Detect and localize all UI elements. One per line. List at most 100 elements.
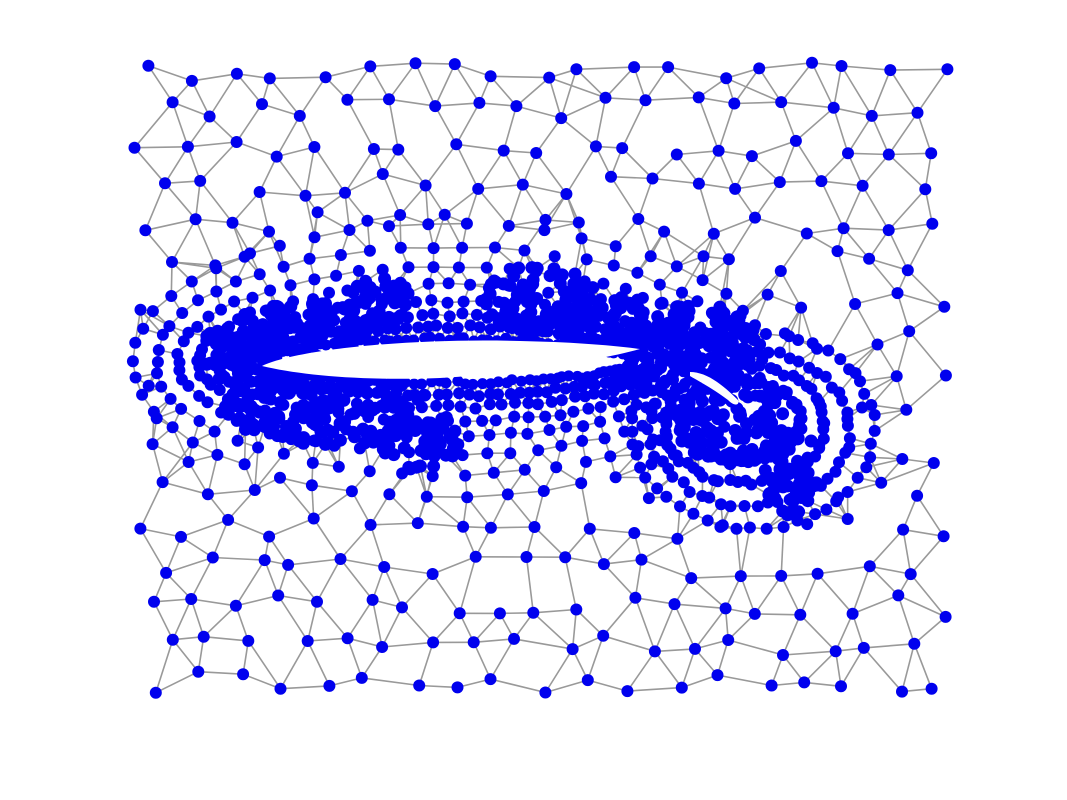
mesh-edge: [339, 524, 372, 560]
mesh-edge: [235, 559, 266, 607]
mesh-edge: [780, 575, 802, 616]
mesh-edge: [868, 258, 899, 294]
mesh-edge: [382, 173, 426, 187]
mesh-edge: [916, 495, 945, 537]
mesh-node: [831, 245, 844, 258]
mesh-edge: [164, 146, 189, 184]
mesh-edge: [306, 601, 318, 642]
mesh-node: [263, 72, 276, 85]
mesh-node: [635, 553, 648, 566]
mesh-edge: [242, 673, 281, 690]
mesh-edge: [820, 152, 849, 182]
mesh-node: [572, 216, 585, 229]
mesh-node: [689, 642, 701, 655]
mesh-node: [668, 598, 681, 611]
mesh-edge: [313, 518, 342, 560]
mesh-node: [528, 521, 541, 533]
mesh-edge: [388, 98, 436, 107]
mesh-edge: [299, 76, 327, 117]
mesh-node: [166, 256, 178, 268]
mesh-node: [697, 250, 710, 263]
mesh-node: [201, 488, 214, 501]
mesh-node: [230, 67, 243, 80]
mesh-edge: [817, 565, 870, 575]
mesh-node: [166, 96, 179, 109]
mesh-edge: [610, 175, 653, 180]
mesh-edge: [780, 62, 813, 103]
mesh-node: [589, 140, 602, 153]
mesh-edge: [134, 146, 188, 149]
mesh-node: [555, 112, 568, 125]
mesh-edge: [734, 101, 782, 105]
mesh-edge: [866, 458, 903, 468]
mesh-node: [846, 607, 859, 620]
mesh-edge: [232, 221, 270, 233]
mesh-node: [753, 62, 766, 75]
mesh-node: [341, 93, 354, 106]
mesh-node: [884, 64, 897, 77]
mesh-edge: [207, 489, 255, 496]
mesh-edge: [231, 191, 261, 224]
mesh-edge: [811, 62, 835, 109]
mesh-edge: [454, 63, 491, 78]
mesh-node: [182, 456, 195, 468]
mesh-edge: [269, 76, 326, 80]
mesh-edge: [803, 650, 837, 683]
mesh-node: [581, 674, 594, 687]
mesh-node: [497, 144, 510, 157]
mesh-edge: [180, 519, 229, 538]
mesh-edge: [637, 218, 652, 257]
mesh-node: [798, 676, 811, 689]
mesh-edge: [311, 484, 353, 492]
mesh-node: [530, 147, 543, 159]
mesh-edge: [532, 612, 574, 650]
mesh-edge: [681, 648, 696, 688]
mesh-node: [903, 325, 916, 338]
mesh-edge: [165, 572, 192, 600]
mesh-edge: [466, 496, 492, 529]
mesh-edge: [908, 330, 947, 377]
mesh-edge: [212, 519, 229, 558]
mesh-edge: [466, 188, 479, 224]
mesh-edge: [725, 77, 782, 103]
mesh-node: [900, 403, 913, 416]
mesh-edge: [634, 597, 656, 652]
mesh-node: [222, 513, 235, 526]
mesh-edge: [279, 477, 315, 520]
mesh-edge: [236, 73, 263, 105]
mesh-edge: [602, 597, 637, 637]
mesh-node: [597, 629, 610, 642]
mesh-edge: [351, 490, 372, 526]
mesh-edge: [522, 183, 567, 195]
mesh-edge: [508, 219, 546, 227]
mesh-node: [941, 63, 954, 76]
mesh-edge: [652, 177, 699, 185]
mesh-edge: [832, 107, 849, 154]
mesh-edge: [516, 105, 562, 119]
mesh-edge: [870, 375, 898, 406]
mesh-edge: [162, 481, 209, 496]
mesh-edge: [428, 222, 467, 225]
mesh-node: [734, 570, 747, 583]
mesh-edge: [388, 223, 429, 227]
mesh-edge: [795, 140, 823, 182]
mesh-edge: [576, 66, 635, 71]
mesh-edge: [187, 116, 211, 148]
mesh-edge: [139, 481, 164, 529]
mesh-edge: [902, 529, 912, 575]
mesh-edge: [674, 603, 726, 610]
mesh-edge: [734, 181, 780, 190]
mesh-edge: [863, 375, 898, 395]
mesh-node: [774, 265, 787, 277]
mesh-node: [837, 222, 850, 235]
mesh-node: [939, 610, 952, 623]
mesh-edge: [635, 597, 675, 605]
mesh-edge: [477, 150, 505, 190]
mesh-node: [185, 593, 198, 605]
mesh-edge: [236, 141, 277, 158]
mesh-node: [908, 637, 921, 650]
mesh-node: [539, 686, 552, 699]
mesh-node: [904, 568, 917, 581]
mesh-node: [142, 59, 155, 72]
mesh-edge: [231, 222, 246, 257]
